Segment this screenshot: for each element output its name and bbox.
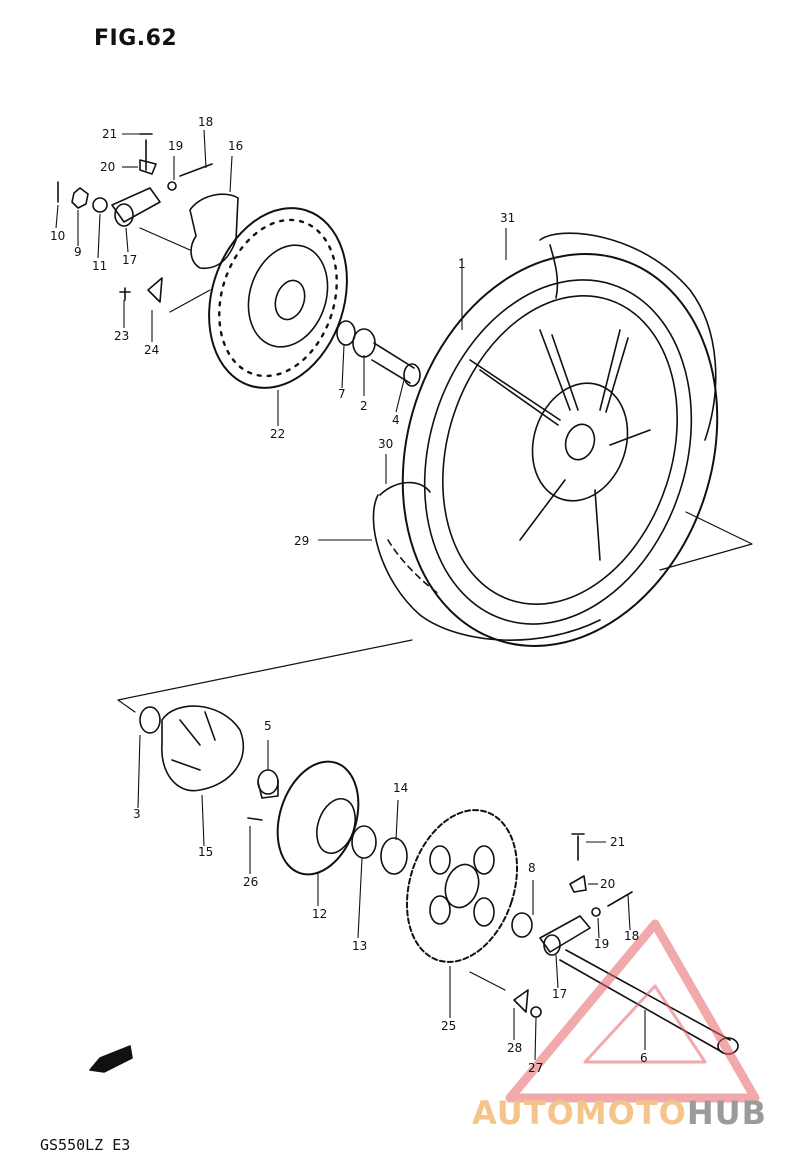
- callout-14: 14: [393, 781, 408, 795]
- assembly-lines: [117, 227, 753, 991]
- callout-19b: 19: [594, 937, 609, 951]
- bearing-spacer-set: [336, 320, 421, 387]
- callout-5: 5: [264, 719, 272, 733]
- callout-12: 12: [312, 907, 327, 921]
- callout-18a: 18: [198, 115, 213, 129]
- watermark-logo: [505, 919, 760, 1103]
- callout-7: 7: [338, 387, 346, 401]
- sprocket-drum: [247, 760, 408, 876]
- callout-3: 3: [133, 807, 141, 821]
- watermark-text-a: AUTOMOTO: [472, 1094, 687, 1132]
- callout-19a: 19: [168, 139, 183, 153]
- rear-axle: [511, 833, 739, 1055]
- callout-20a: 20: [100, 160, 115, 174]
- callout-10: 10: [50, 229, 65, 243]
- callout-11: 11: [92, 259, 107, 273]
- callout-18b: 18: [624, 929, 639, 943]
- callout-6: 6: [640, 1051, 648, 1065]
- callout-21b: 21: [610, 835, 625, 849]
- forward-arrow-icon: [89, 1045, 133, 1073]
- callout-21a: 21: [102, 127, 117, 141]
- callout-17a: 17: [122, 253, 137, 267]
- watermark-text-b: HUB: [686, 1094, 768, 1132]
- callout-15: 15: [198, 845, 213, 859]
- callout-8: 8: [528, 861, 536, 875]
- cush-drive: [139, 705, 279, 799]
- callout-27: 27: [528, 1061, 543, 1075]
- model-code: GS550LZ E3: [40, 1136, 131, 1154]
- callout-16: 16: [228, 139, 243, 153]
- callout-24: 24: [144, 343, 159, 357]
- callout-23: 23: [114, 329, 129, 343]
- callout-26: 26: [243, 875, 258, 889]
- figure-title: FIG.62: [94, 26, 178, 51]
- brake-disc: [208, 207, 348, 389]
- callout-leaders: [55, 129, 646, 1061]
- rear-wheel: [372, 232, 719, 647]
- callout-2: 2: [360, 399, 368, 413]
- caliper-bracket: [57, 133, 239, 303]
- callout-22: 22: [270, 427, 285, 441]
- callout-31: 31: [500, 211, 515, 225]
- callout-17b: 17: [552, 987, 567, 1001]
- callout-9: 9: [74, 245, 82, 259]
- rear-sprocket: [405, 809, 519, 963]
- watermark-text: AUTOMOTOHUB: [472, 1094, 767, 1132]
- callout-13: 13: [352, 939, 367, 953]
- fwd-badge-text: FWD: [97, 1050, 128, 1073]
- callout-28: 28: [507, 1041, 522, 1055]
- callout-29: 29: [294, 534, 309, 548]
- callout-labels: 1 2 3 4 5 6 7 8 9 10 11 12 13 14 15 16 1…: [50, 115, 648, 1075]
- callout-25: 25: [441, 1019, 456, 1033]
- callout-20b: 20: [600, 877, 615, 891]
- callout-4: 4: [392, 413, 400, 427]
- callout-30: 30: [378, 437, 393, 451]
